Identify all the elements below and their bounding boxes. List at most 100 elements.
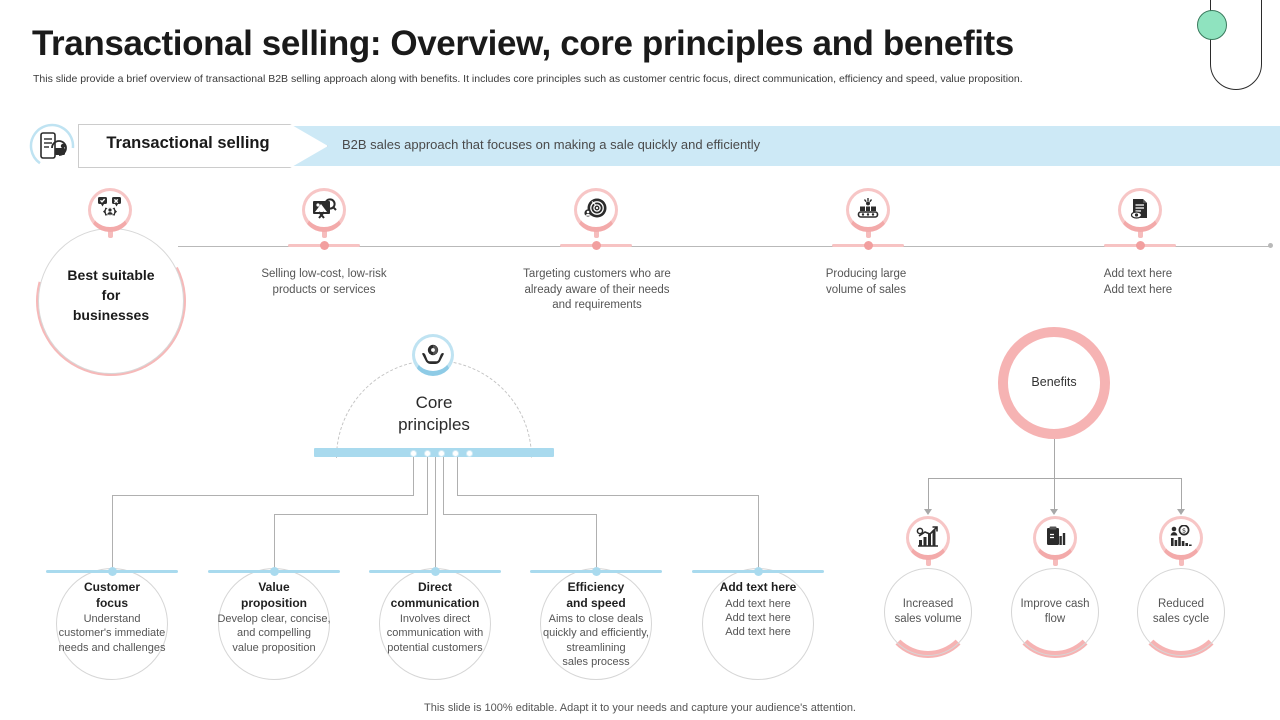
benefit-text-line: Improve cash bbox=[1020, 598, 1090, 610]
timeline-text-line: and requirements bbox=[552, 299, 642, 312]
principle-desc-line: quickly and efficiently, bbox=[543, 627, 649, 640]
timeline-text-line: Producing large bbox=[825, 268, 907, 280]
principle-title: Efficiency and speed bbox=[521, 580, 671, 611]
principle-card[interactable]: Efficiency and speed Aims to close deals… bbox=[521, 580, 671, 669]
principle-title-line: and speed bbox=[566, 595, 626, 610]
principle-desc: Add text here Add text here Add text her… bbox=[683, 597, 833, 640]
connector-segment bbox=[457, 495, 759, 496]
principle-title: Add text here bbox=[683, 580, 833, 596]
principle-title: Direct communication bbox=[360, 580, 510, 611]
principle-title-line: Add text here bbox=[719, 580, 797, 594]
timeline-dot bbox=[320, 241, 329, 250]
principle-title-line: proposition bbox=[241, 595, 307, 610]
benefit-text: Reduced sales cycle bbox=[1126, 597, 1236, 628]
benefits-connector bbox=[928, 478, 929, 511]
benefits-arrow bbox=[924, 509, 932, 515]
timeline-text: Producing large volume of sales bbox=[771, 267, 961, 298]
connector-segment bbox=[274, 514, 428, 515]
benefit-text-line: sales volume bbox=[894, 613, 962, 626]
principle-desc: Involves direct communication with poten… bbox=[360, 612, 510, 655]
production-line-icon[interactable] bbox=[846, 188, 890, 232]
discount-tag-icon[interactable] bbox=[302, 188, 346, 232]
principle-desc: Aims to close deals quickly and efficien… bbox=[521, 612, 671, 669]
benefits-connector bbox=[1054, 439, 1055, 478]
timeline-badge-tail bbox=[594, 228, 599, 238]
principle-title: Value proposition bbox=[199, 580, 349, 611]
timeline-badge-tail bbox=[1138, 228, 1143, 238]
settings-approval-icon[interactable] bbox=[88, 188, 132, 232]
principle-desc-line: communication with bbox=[386, 627, 484, 640]
principle-desc-line: streamlining bbox=[566, 641, 626, 654]
footer-note: This slide is 100% editable. Adapt it to… bbox=[424, 702, 856, 714]
band-description: B2B sales approach that focuses on makin… bbox=[342, 137, 761, 152]
timeline-text: Selling low-cost, low-risk products or s… bbox=[229, 267, 419, 298]
target-customer-icon[interactable] bbox=[574, 188, 618, 232]
benefit-badge-tail bbox=[1053, 556, 1058, 566]
principle-title-line: Direct bbox=[417, 580, 452, 594]
timeline-text-line: products or services bbox=[272, 283, 376, 296]
page-title: Transactional selling: Overview, core pr… bbox=[32, 24, 1014, 63]
principle-title-line: Efficiency bbox=[567, 580, 625, 594]
core-base-node bbox=[438, 450, 445, 457]
principle-desc-line: Involves direct bbox=[399, 613, 471, 626]
benefit-text: Increased sales volume bbox=[873, 597, 983, 628]
benefits-connector bbox=[1181, 478, 1182, 511]
principle-card[interactable]: Add text here Add text here Add text her… bbox=[683, 580, 833, 639]
connector-segment bbox=[596, 514, 597, 575]
timeline-text-line: already aware of their needs bbox=[524, 283, 670, 296]
decorative-mint-dot bbox=[1197, 10, 1227, 40]
benefit-text: Improve cash flow bbox=[1000, 597, 1110, 628]
connector-segment bbox=[443, 514, 597, 515]
connector-segment bbox=[112, 495, 414, 496]
core-title: Core principles bbox=[350, 392, 518, 436]
timeline-badge-tail bbox=[322, 228, 327, 238]
principle-desc: Develop clear, concise, and compelling v… bbox=[199, 612, 349, 655]
benefit-circle bbox=[884, 568, 972, 656]
connector-segment bbox=[274, 514, 275, 575]
principle-desc-line: customer's immediate bbox=[58, 627, 166, 640]
core-base-node bbox=[424, 450, 431, 457]
principle-card[interactable]: Customer focus Understand customer's imm… bbox=[37, 580, 187, 655]
timeline-text-line: volume of sales bbox=[826, 283, 906, 296]
timeline-dot bbox=[1136, 241, 1145, 250]
mobile-refresh-icon bbox=[28, 122, 76, 170]
benefits-label: Benefits bbox=[1031, 375, 1077, 389]
principle-title-line: focus bbox=[95, 595, 128, 610]
cash-report-icon[interactable] bbox=[1033, 516, 1077, 560]
connector-segment bbox=[435, 457, 436, 575]
principle-bar-dot bbox=[431, 567, 440, 576]
sales-analytics-icon[interactable]: $ bbox=[1159, 516, 1203, 560]
principle-desc-line: needs and challenges bbox=[58, 641, 166, 654]
hero-label: Best suitable for businesses bbox=[38, 266, 184, 326]
timeline-text: Add text here Add text here bbox=[1043, 267, 1233, 298]
principle-bar-dot bbox=[592, 567, 601, 576]
hero-label-line-2: for bbox=[101, 286, 121, 303]
timeline-dot bbox=[864, 241, 873, 250]
benefits-arrow bbox=[1177, 509, 1185, 515]
connector-segment bbox=[457, 457, 458, 495]
connector-segment bbox=[443, 457, 444, 514]
benefit-text-line: flow bbox=[1044, 613, 1066, 626]
timeline-text-line: Add text here bbox=[1103, 268, 1173, 280]
benefits-connector bbox=[1054, 478, 1055, 511]
core-base-node bbox=[410, 450, 417, 457]
connector-segment bbox=[758, 495, 759, 575]
timeline-axis bbox=[178, 246, 1272, 247]
core-title-line: principles bbox=[398, 415, 470, 435]
principle-desc-line: Understand bbox=[83, 613, 141, 626]
timeline-endcap bbox=[1268, 243, 1273, 248]
principle-card[interactable]: Value proposition Develop clear, concise… bbox=[199, 580, 349, 655]
principle-card[interactable]: Direct communication Involves direct com… bbox=[360, 580, 510, 655]
timeline-text-line: Targeting customers who are bbox=[523, 268, 671, 280]
hero-label-line-3: businesses bbox=[72, 306, 150, 323]
growth-chart-icon[interactable] bbox=[906, 516, 950, 560]
document-review-icon[interactable] bbox=[1118, 188, 1162, 232]
benefit-circle bbox=[1011, 568, 1099, 656]
benefit-text-line: Increased bbox=[902, 598, 954, 610]
hero-label-line-1: Best suitable bbox=[67, 267, 155, 283]
timeline-badge-tail bbox=[866, 228, 871, 238]
hands-care-icon[interactable] bbox=[412, 334, 454, 376]
principle-title-line: communication bbox=[390, 595, 480, 610]
principle-title-line: Value bbox=[258, 580, 290, 594]
